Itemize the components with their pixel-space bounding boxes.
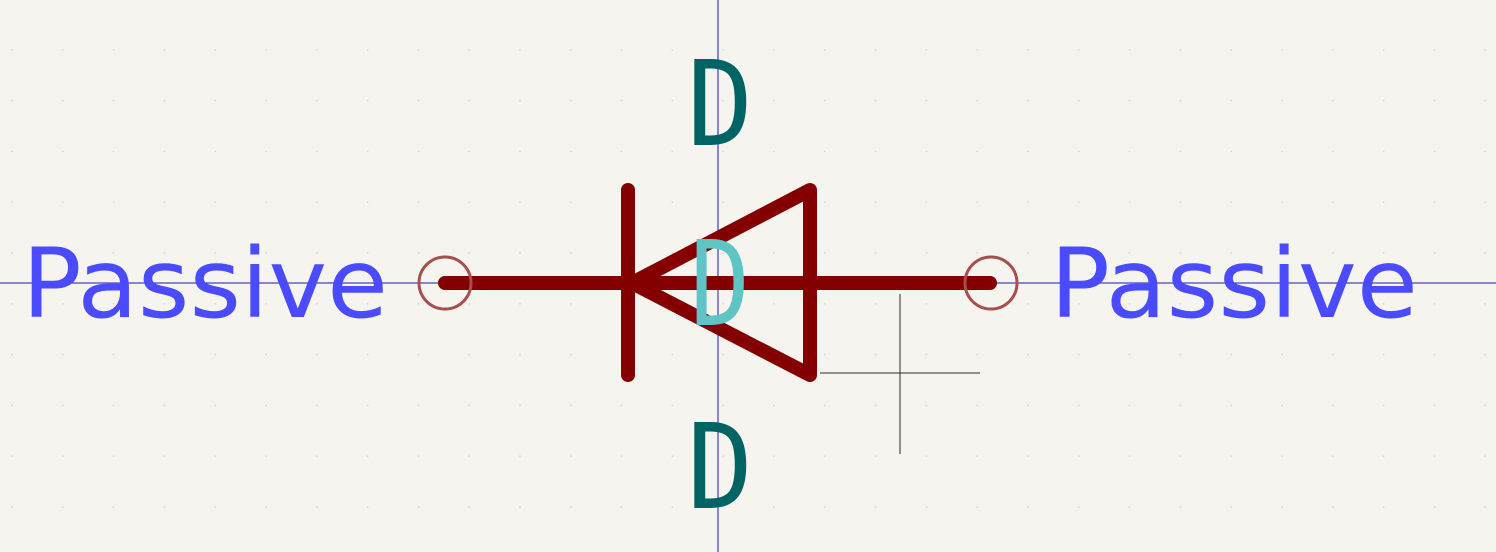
right-pin-anchor-icon[interactable] <box>963 255 1019 311</box>
left-pin-type-label: Passive <box>22 228 388 340</box>
cursor-crosshair-icon <box>820 294 980 454</box>
diode-symbol[interactable] <box>438 183 997 382</box>
left-pin-anchor-icon[interactable] <box>417 255 473 311</box>
diode-triangle <box>625 183 817 382</box>
right-pin-type-label: Passive <box>1050 228 1418 340</box>
center-marker-label: D <box>690 215 750 353</box>
reference-designator[interactable]: D <box>687 35 753 173</box>
value-label[interactable]: D <box>687 398 753 536</box>
